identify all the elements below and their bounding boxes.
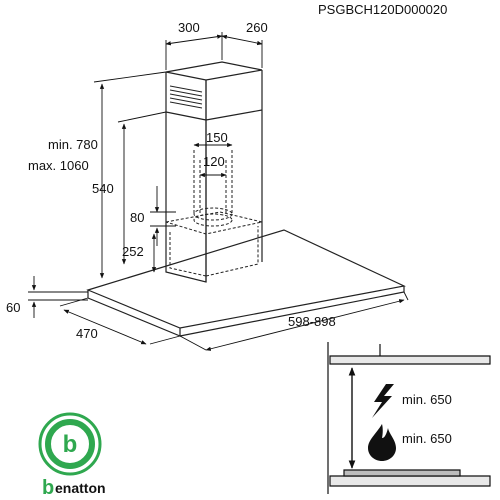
dim-outlet-inner: 120 — [203, 154, 225, 169]
logo-brand: enatton — [55, 480, 106, 496]
dim-chimney-width: 300 — [178, 20, 200, 35]
dim-motor-height: 252 — [122, 244, 144, 259]
dim-height-min: min. 780 — [48, 137, 98, 152]
dim-canopy-thickness: 60 — [6, 300, 20, 315]
chimney-vents — [169, 85, 203, 109]
clearance-gas: min. 650 — [402, 431, 452, 446]
benatton-logo: b b enatton — [38, 412, 106, 499]
logo-text-b: b — [42, 477, 54, 499]
dimension-lines — [28, 32, 409, 351]
chimney-side — [205, 70, 263, 282]
dim-outlet-outer: 150 — [206, 130, 228, 145]
duct-outlet — [193, 150, 233, 227]
dim-chimney-depth: 260 — [246, 20, 268, 35]
dim-height-max: max. 1060 — [28, 158, 89, 173]
motor-box — [165, 211, 263, 277]
chimney-top — [165, 61, 263, 81]
product-code: PSGBCH120D000020 — [318, 2, 447, 17]
hood-drawing — [86, 61, 406, 337]
dim-canopy-depth: 470 — [76, 326, 98, 341]
dim-chimney-height: 540 — [92, 181, 114, 196]
flame-icon — [368, 424, 396, 461]
clearance-inset: min. 650 min. 650 — [327, 342, 491, 494]
lightning-icon — [372, 384, 394, 418]
logo-letter: b — [63, 431, 78, 458]
dim-canopy-width: 598-898 — [288, 314, 336, 329]
clearance-electric: min. 650 — [402, 392, 452, 407]
dim-outlet-offset: 80 — [130, 210, 144, 225]
canopy-front — [87, 286, 405, 337]
